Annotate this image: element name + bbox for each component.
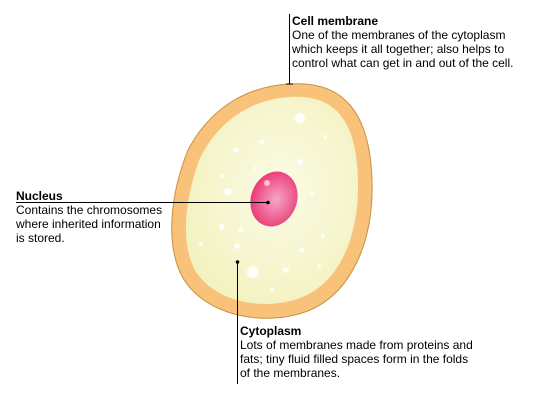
vesicle bbox=[299, 247, 305, 253]
vesicle bbox=[233, 147, 239, 153]
nucleus-title: Nucleus bbox=[16, 189, 63, 203]
vesicle bbox=[238, 227, 244, 233]
cytoplasm-description: Lots of membranes made from proteins and… bbox=[240, 338, 473, 380]
vesicle bbox=[321, 234, 325, 238]
vesicle bbox=[220, 174, 224, 178]
vesicles bbox=[199, 113, 327, 292]
vesicle bbox=[310, 191, 314, 195]
nucleus-description: Contains the chromosomes where inherited… bbox=[16, 203, 163, 245]
vesicle bbox=[317, 264, 321, 268]
vesicle bbox=[323, 135, 327, 139]
vesicle bbox=[234, 243, 240, 249]
nucleus-leader-dot bbox=[266, 200, 270, 205]
nucleus-highlight bbox=[264, 180, 270, 186]
cytoplasm-label: Cytoplasm Lots of membranes made from pr… bbox=[240, 324, 490, 380]
cell-membrane-title: Cell membrane bbox=[292, 14, 379, 28]
cell-membrane-description: One of the membranes of the cytoplasm wh… bbox=[292, 28, 514, 70]
vesicle bbox=[297, 159, 303, 165]
leader-lines bbox=[16, 14, 293, 384]
cytoplasm-title: Cytoplasm bbox=[240, 324, 302, 338]
cytoplasm-leader-dot bbox=[235, 260, 240, 264]
vesicle bbox=[254, 166, 258, 170]
vesicle bbox=[199, 242, 203, 246]
vesicle bbox=[247, 266, 259, 278]
vesicle bbox=[270, 288, 274, 292]
vesicle bbox=[259, 139, 265, 145]
vesicle bbox=[295, 113, 305, 123]
vesicle bbox=[224, 188, 232, 196]
nucleus-label: Nucleus Contains the chromosomes where i… bbox=[16, 189, 191, 245]
nucleus-shape bbox=[250, 171, 298, 227]
vesicle bbox=[219, 224, 225, 230]
vesicle bbox=[283, 267, 289, 273]
cell-membrane-label: Cell membrane One of the membranes of th… bbox=[292, 14, 542, 70]
